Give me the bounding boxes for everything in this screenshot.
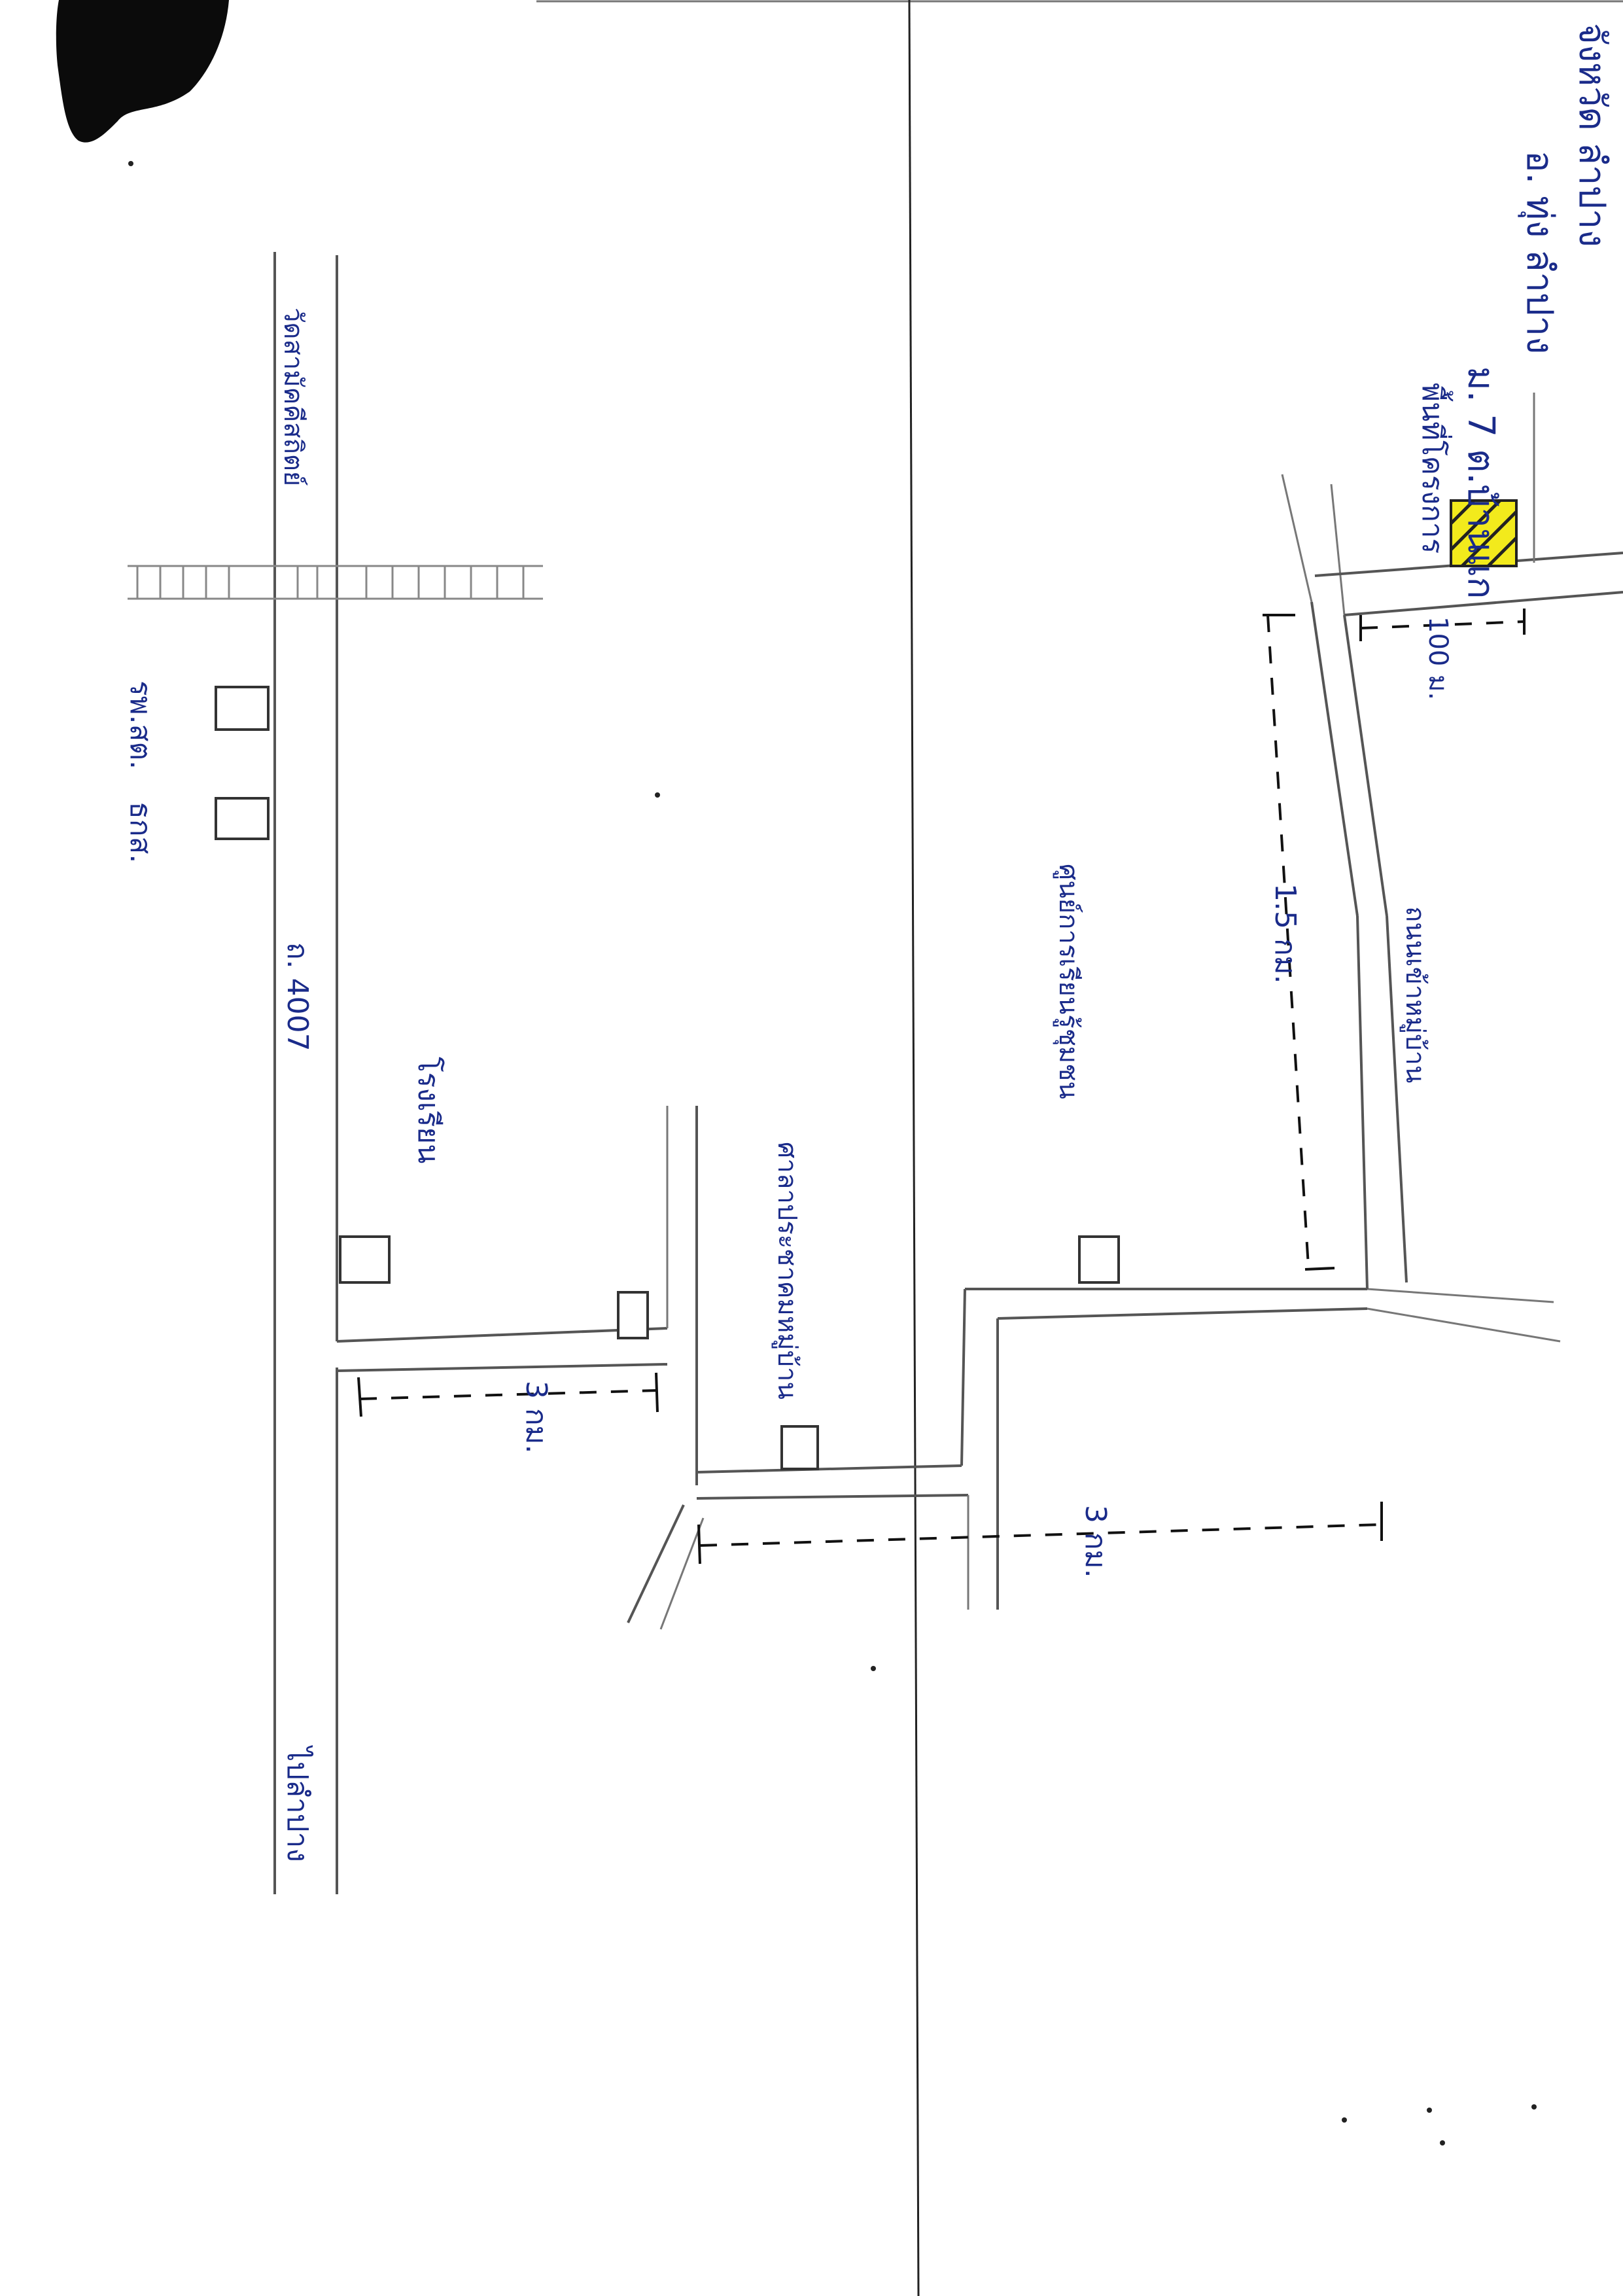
- label-road-main: ถ. 4007: [281, 942, 314, 1051]
- scan-speck: [1342, 2117, 1347, 2123]
- label-school: โรงเรียน: [411, 1057, 445, 1163]
- project-site-marker: [1450, 499, 1518, 567]
- label-road-side: ถนนเข้าหมู่บ้าน: [1400, 906, 1430, 1083]
- scan-speck: [1427, 2108, 1432, 2113]
- right-road-bottom: [997, 1307, 1368, 1320]
- right-road-diag-1: [1367, 1288, 1554, 1303]
- label-village-hall: ศาลาประชาคมหมู่บ้าน: [772, 1142, 802, 1400]
- diag-road-1: [627, 1504, 685, 1623]
- bank-building: [215, 686, 270, 731]
- right-road-diag-2: [1367, 1307, 1561, 1343]
- school-building: [339, 1235, 391, 1284]
- label-health: รพ.สต.: [124, 680, 157, 769]
- dist-marker-100m: [1359, 609, 1526, 641]
- label-dist-15km: 1.5 กม.: [1268, 883, 1302, 984]
- diag-road-2: [659, 1517, 705, 1630]
- village-road-right-3: [1330, 484, 1346, 616]
- scan-speck: [871, 1666, 876, 1671]
- label-temple: วัดสามัคคีสถิตย์: [278, 308, 308, 486]
- label-address-line1: ม. 7 ต.บ้านแก: [1459, 366, 1502, 599]
- label-address-line3: จังหวัด ลำปาง: [1571, 23, 1613, 247]
- scan-speck: [128, 161, 133, 166]
- connector-top: [696, 1464, 962, 1474]
- side-road-top-edge: [336, 1327, 668, 1343]
- dist-marker-3km-bottom: [697, 1502, 1383, 1564]
- dist-marker-3km-top: [357, 1372, 659, 1417]
- village-road-left-2: [1310, 601, 1359, 917]
- scan-speck: [655, 792, 660, 798]
- village-road-right-2: [1343, 614, 1388, 917]
- village-road-right-1: [1386, 915, 1408, 1283]
- fold-line: [908, 0, 920, 2296]
- village-road-left-3: [1281, 474, 1313, 603]
- connector-vert-a: [960, 1288, 966, 1466]
- learning-center-building: [1078, 1235, 1120, 1284]
- connector-bottom: [696, 1494, 969, 1500]
- temple-building: [617, 1291, 649, 1339]
- label-dist-3km-top: 3 กม.: [519, 1381, 553, 1454]
- label-bank: ธกส.: [124, 802, 157, 863]
- label-dist-100m: 100 ม.: [1423, 616, 1453, 700]
- dist-marker-15km: [1263, 614, 1335, 1271]
- label-address-line2: อ. ทุ่ง ลำปาง: [1518, 150, 1561, 354]
- label-project-site: พื้นที่โครงการ: [1416, 383, 1454, 554]
- railway-crossing: [128, 565, 543, 600]
- label-dist-3km-bottom: 3 กม.: [1079, 1505, 1112, 1578]
- village-hall-building: [780, 1425, 819, 1470]
- village-road-left-1: [1356, 915, 1369, 1290]
- health-building: [215, 797, 270, 840]
- site-road-bottom: [1344, 591, 1623, 616]
- side-road-bottom-edge: [336, 1363, 668, 1372]
- label-destination: ไปลำปาง: [281, 1745, 314, 1862]
- scan-speck: [1440, 2140, 1445, 2146]
- label-learning-center: ศูนย์การเรียนรู้ชุมชน: [1053, 864, 1083, 1099]
- scan-speck: [1531, 2104, 1537, 2110]
- scan-blot: [56, 0, 230, 143]
